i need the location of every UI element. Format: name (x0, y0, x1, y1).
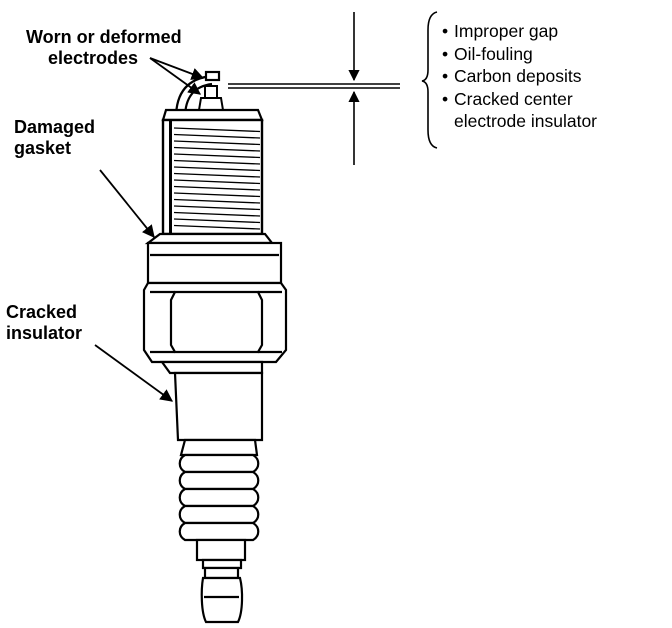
insulator-rib (178, 521, 260, 542)
label-damaged-gasket: Damaged gasket (14, 117, 95, 159)
arrow-to-insulator (94, 344, 174, 402)
thread-line (173, 159, 261, 165)
label-damaged-gasket-line2: gasket (14, 138, 72, 158)
thread-line (173, 205, 261, 211)
thread-line (173, 179, 261, 185)
check-item-improper-gap: Improper gap (454, 21, 559, 41)
terminal (200, 566, 244, 624)
thread-line (173, 166, 261, 172)
check-item-carbon-deposits: Carbon deposits (454, 66, 582, 86)
insulator-rib (178, 504, 260, 525)
bullet-glyph: • (442, 88, 449, 109)
insulator (178, 438, 260, 570)
thread-line (173, 172, 261, 178)
thread-line (173, 153, 261, 159)
shell-neck (159, 360, 264, 442)
label-cracked-insulator-line2: insulator (6, 323, 83, 343)
bullet-glyph: • (442, 66, 449, 86)
thread-line (173, 198, 261, 204)
check-list-item-continuation: electrode insulator (442, 110, 597, 133)
check-list-item: •Oil-fouling (442, 43, 597, 66)
label-cracked-insulator: Cracked insulator (6, 302, 82, 344)
check-item-electrode-insulator: electrode insulator (454, 111, 597, 131)
gasket (144, 232, 283, 285)
thread-line (173, 224, 261, 230)
thread-line (173, 211, 261, 217)
thread-line (173, 146, 261, 152)
check-list-item: •Carbon deposits (442, 65, 597, 88)
arrow-to-ground-electrode (149, 57, 205, 80)
bullet-glyph: • (442, 21, 449, 41)
bullet-glyph: • (442, 43, 449, 64)
gap-measurement (228, 12, 400, 165)
thread-line (173, 192, 261, 198)
insulator-rib (178, 453, 260, 474)
center-electrode (197, 85, 225, 111)
label-worn-electrodes: Worn or deformed electrodes (26, 27, 182, 69)
check-list-bracket (421, 11, 438, 149)
arrow-to-center-electrode (149, 57, 202, 95)
threaded-shell (161, 108, 264, 236)
insulator-rib (178, 470, 260, 491)
thread-line (173, 218, 261, 224)
insulator-rib (178, 487, 260, 508)
check-item-cracked-center: Cracked center (454, 88, 573, 109)
thread-line (173, 140, 261, 146)
label-worn-electrodes-line2: electrodes (48, 48, 139, 68)
label-cracked-insulator-line1: Cracked (6, 302, 78, 322)
label-damaged-gasket-line1: Damaged (14, 117, 96, 137)
hex-nut (142, 281, 288, 364)
check-item-oil-fouling: Oil-fouling (454, 43, 533, 64)
check-list: •Improper gap •Oil-fouling •Carbon depos… (442, 20, 597, 133)
leader-arrows (94, 57, 205, 402)
arrow-to-gasket (99, 169, 155, 238)
thread-line (173, 185, 261, 191)
check-list-item: •Cracked center (442, 88, 597, 111)
check-list-item: •Improper gap (442, 20, 597, 43)
thread-line (173, 127, 261, 133)
label-worn-electrodes-line1: Worn or deformed (26, 27, 182, 47)
thread-line (173, 133, 261, 139)
